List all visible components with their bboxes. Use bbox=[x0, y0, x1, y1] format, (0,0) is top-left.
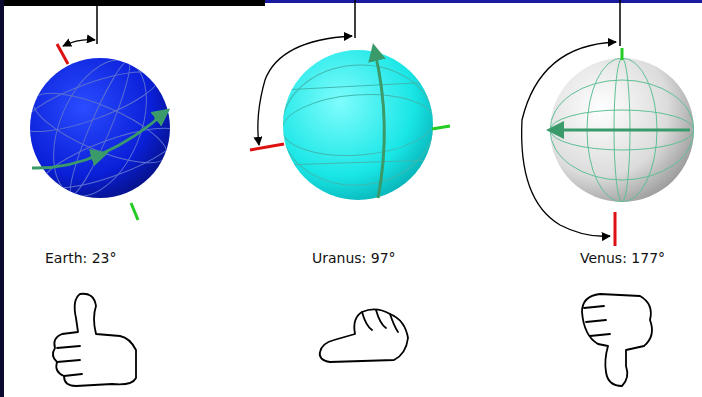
planet-tilt-label: Venus: 177° bbox=[580, 250, 665, 267]
planet-tilt-label: Uranus: 97° bbox=[312, 250, 396, 267]
planet-tilt-label: Earth: 23° bbox=[45, 250, 117, 267]
